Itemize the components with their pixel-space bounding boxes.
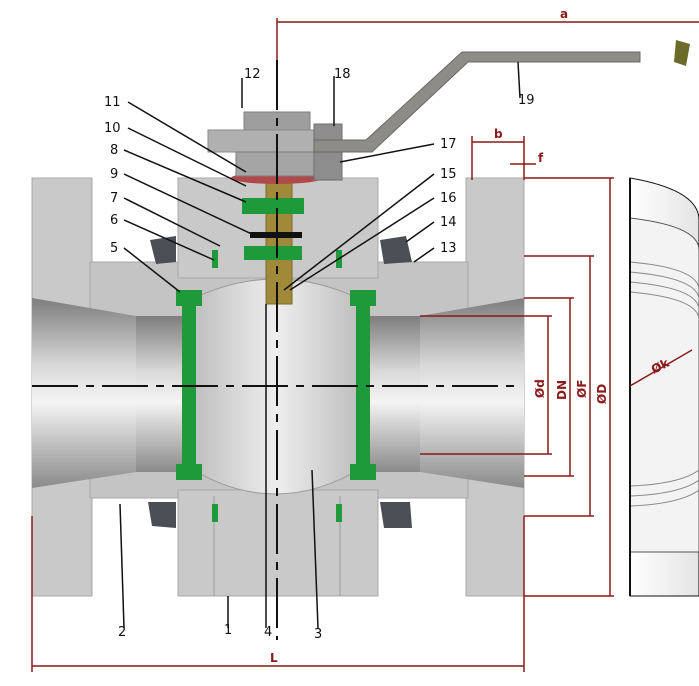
lower-left-bolt — [148, 502, 176, 528]
callout-6: 6 — [110, 213, 118, 228]
dim-label-f: f — [538, 151, 544, 165]
dim-label-d: Ød — [533, 379, 547, 398]
callout-9: 9 — [110, 167, 118, 182]
stem-assembly — [207, 111, 343, 305]
dim-label-b: b — [494, 127, 503, 141]
callout-3: 3 — [314, 627, 322, 642]
callout-15: 15 — [440, 167, 457, 182]
callout-14: 14 — [440, 215, 457, 230]
dim-label-F: ØF — [575, 380, 589, 398]
callout-10: 10 — [104, 121, 121, 136]
dimension-lines — [31, 18, 699, 672]
callout-12: 12 — [244, 67, 261, 82]
pcd-leader — [629, 349, 693, 387]
leader-lines — [119, 61, 521, 629]
callout-16: 16 — [440, 191, 457, 206]
gland-packing-upper — [242, 198, 304, 214]
callout-8: 8 — [110, 143, 118, 158]
callout-13: 13 — [440, 241, 457, 256]
dim-label-a: a — [560, 7, 568, 21]
right-seat — [356, 290, 370, 480]
callout-2: 2 — [118, 625, 126, 640]
upper-left-bolt — [150, 236, 176, 264]
callout-1: 1 — [224, 623, 232, 638]
dim-label-L: L — [270, 651, 278, 665]
upper-right-bolt — [380, 236, 412, 264]
stem — [265, 175, 293, 305]
callout-5: 5 — [110, 241, 118, 256]
callout-7: 7 — [110, 191, 118, 206]
dim-label-D: ØD — [595, 384, 609, 404]
lower-right-bolt — [380, 502, 412, 528]
callout-11: 11 — [104, 95, 121, 110]
gland-packing-lower — [244, 246, 302, 260]
flange-end-view — [629, 177, 699, 597]
dim-label-DN: DN — [555, 380, 569, 400]
callout-19: 19 — [518, 93, 535, 108]
callout-4: 4 — [264, 625, 272, 640]
callout-17: 17 — [440, 137, 457, 152]
callout-18: 18 — [334, 67, 351, 82]
handle-lever — [313, 51, 641, 153]
